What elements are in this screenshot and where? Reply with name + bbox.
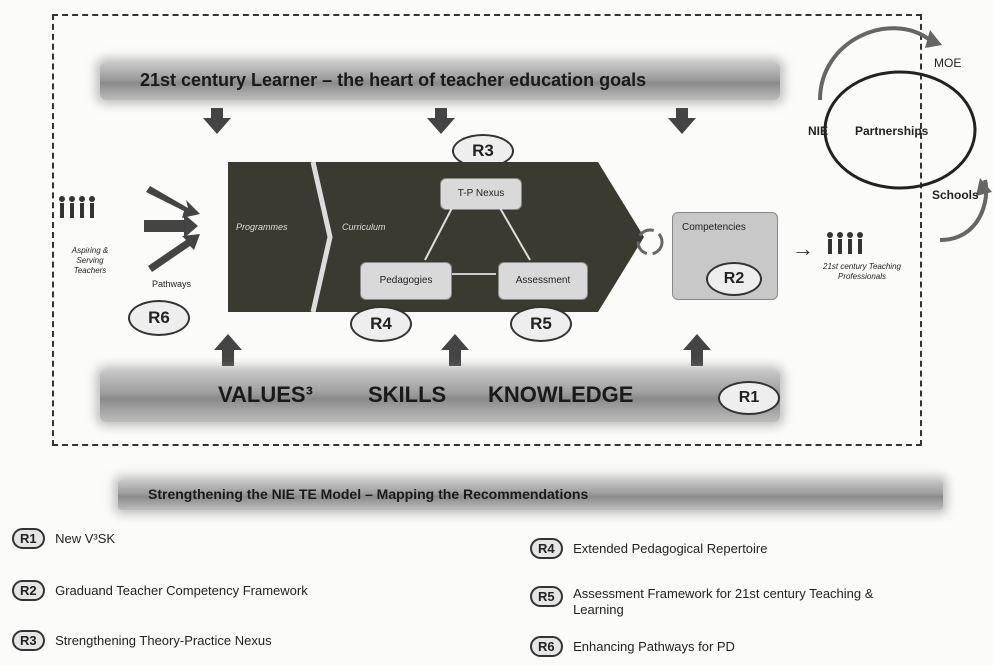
arrow-tp-to-assessment [499,207,531,261]
legend-code: R4 [530,538,563,559]
legend-code: R1 [12,528,45,549]
r5-circle: R5 [510,306,572,342]
r4-circle: R4 [350,306,412,342]
header-band [100,62,780,100]
schools-label: Schools [932,188,979,202]
r1-circle: R1 [718,381,780,415]
teachers-icons [58,196,98,223]
down-arrow-right [668,108,696,134]
legend-item-r3: R3 Strengthening Theory-Practice Nexus [12,630,272,651]
person-icon [88,196,96,218]
legend-text: Assessment Framework for 21st century Te… [573,586,874,617]
legend-code: R6 [530,636,563,657]
legend-text: Graduand Teacher Competency Framework [55,583,308,598]
up-arrow-left [214,334,242,366]
r6-circle: R6 [128,300,190,336]
legend-item-r4: R4 Extended Pedagogical Repertoire [530,538,768,559]
person-icon [826,232,834,254]
person-icon [836,232,844,254]
caption-text: Strengthening the NIE TE Model – Mapping… [148,486,589,502]
legend-code: R2 [12,580,45,601]
partnerships-label: Partnerships [855,124,929,138]
up-arrow-right [683,334,711,366]
partnerships-ellipse [823,70,977,190]
competencies-label: Competencies [682,222,746,233]
aspiring-label: Aspiring & Serving Teachers [71,246,109,275]
legend-code: R5 [530,586,563,607]
legend-code: R3 [12,630,45,651]
legend-text: New V³SK [55,531,116,546]
down-arrow-left [203,108,231,134]
pathways-label: Pathways [152,279,192,289]
person-icon [78,196,86,218]
competency-cycle-icon [636,228,664,256]
legend-item-r1: R1 New V³SK [12,528,115,549]
internal-arrows [424,207,531,261]
foundation-band [100,370,780,422]
professionals-icons [826,232,866,259]
nie-label: NIE [808,124,829,138]
curriculum-label: Curriculum [342,222,386,232]
model-frame [52,14,922,446]
cycle-arrowhead-top [925,30,942,48]
values-label: VALUES³ [218,382,313,407]
up-arrow-center [441,334,469,366]
skills-label: SKILLS [368,382,447,407]
legend-text: Strengthening Theory-Practice Nexus [55,633,272,648]
programmes-divider [310,162,333,312]
pathway-arrow-upper [146,186,200,218]
assessment-box: Assessment [498,262,588,300]
to-professionals-arrow: → [792,236,814,261]
pathways-arrows [144,186,200,272]
partnerships-cycle [818,26,992,242]
cycle-arrowhead-bottom [976,178,992,196]
r2-circle: R2 [706,262,762,296]
moe-label: MOE [934,56,962,70]
person-icon [856,232,864,254]
cycle-arrow-top [818,26,932,101]
pathway-arrow-middle [144,214,198,238]
pathway-arrow-lower [148,234,200,272]
tp-nexus-box: T-P Nexus [440,178,522,210]
person-icon [68,196,76,218]
ped-assess-arrow [452,273,496,275]
legend-text: Enhancing Pathways for PD [573,639,735,654]
legend-item-r5: R5 Assessment Framework for 21st century… [530,586,950,619]
programmes-label: Programmes [236,222,288,232]
person-icon [58,196,66,218]
legend-item-r2: R2 Graduand Teacher Competency Framework [12,580,308,601]
person-icon [846,232,854,254]
down-arrow-center [427,108,455,134]
professionals-label: 21st century Teaching Professionals [823,262,901,281]
legend-item-r6: R6 Enhancing Pathways for PD [530,636,735,657]
knowledge-label: KNOWLEDGE [488,382,634,407]
legend-text: Extended Pedagogical Repertoire [573,541,768,556]
caption-band [118,480,943,510]
arrow-tp-to-pedagogies [424,207,453,261]
pedagogies-box: Pedagogies [360,262,452,300]
header-band-text: 21st century Learner – the heart of teac… [140,70,647,90]
